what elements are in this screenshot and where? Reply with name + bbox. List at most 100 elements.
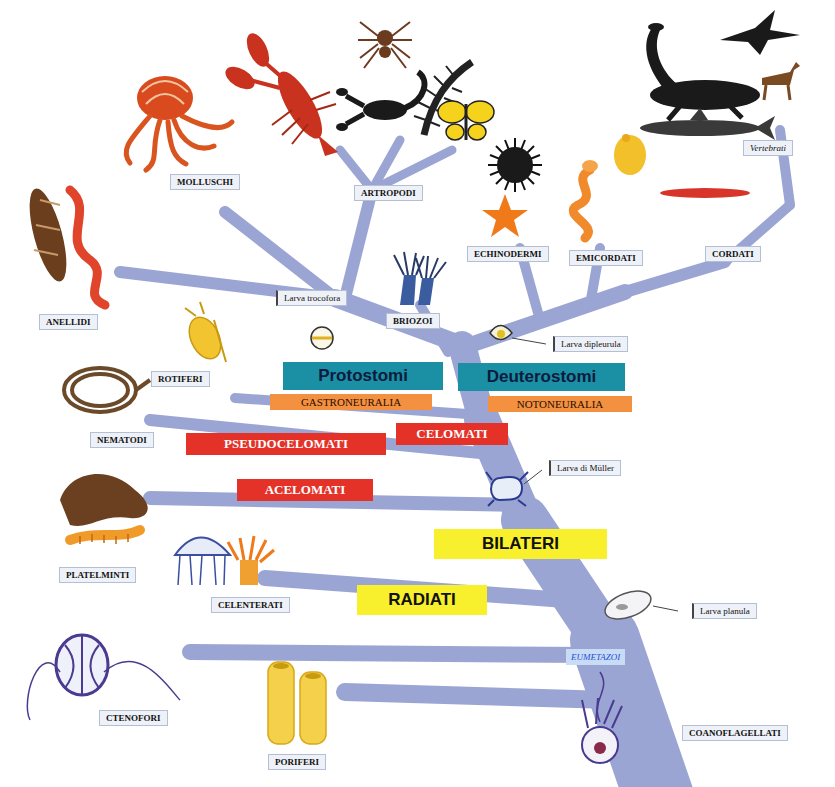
larva-figures-part: [490, 326, 512, 340]
larva-label: Larva dipleurula: [553, 336, 628, 352]
rotifer-figure: [183, 302, 227, 364]
tree-branches-part: [625, 262, 725, 292]
taxon-label: ROTIFERI: [151, 371, 210, 387]
vertebrate-figures-part: [764, 85, 790, 100]
scorpion-figure-part: [405, 72, 424, 108]
taxon-label: BRIOZOI: [386, 313, 440, 329]
group-box: GASTRONEURALIA: [270, 394, 432, 410]
larva-figures-part: [616, 604, 628, 610]
node-text: ANELLIDI: [46, 317, 91, 327]
node-text: BRIOZOI: [393, 316, 433, 326]
flatworm-figures-part: [60, 474, 148, 526]
hemichordate-figures-part: [582, 160, 598, 172]
hemichordate-figures-part: [622, 134, 630, 142]
group-box: PSEUDOCELOMATI: [186, 433, 386, 455]
node-text: Larva di Müller: [557, 463, 614, 473]
group-box: Protostomi: [283, 362, 443, 390]
leader-lines-part: [524, 470, 542, 484]
mollusc-figure-part: [146, 120, 160, 170]
sponge-figures: [268, 662, 326, 744]
mollusc-figure-part: [126, 116, 232, 170]
group-box: CELOMATI: [396, 423, 508, 445]
sponge-figures-part: [300, 672, 326, 744]
larva-label: Larva planula: [692, 603, 757, 619]
sponge-figures-part: [305, 673, 321, 679]
node-text: GASTRONEURALIA: [276, 396, 426, 408]
node-text: Vertebrati: [750, 143, 786, 153]
node-text: Protostomi: [289, 366, 437, 386]
vertebrate-figures-part: [646, 28, 678, 90]
node-text: ROTIFERI: [158, 374, 203, 384]
node-text: PORIFERI: [275, 757, 319, 767]
group-box: Deuterostomi: [458, 363, 625, 391]
node-text: Larva trocofora: [284, 293, 340, 303]
taxon-label: PLATELMINTI: [59, 567, 136, 583]
tree-branches-part: [345, 190, 372, 298]
tree-branches-part: [225, 212, 335, 298]
larva-label: Larva di Müller: [549, 460, 621, 476]
choanoflagellate-figure-part: [597, 672, 603, 722]
echinoderm-figures-part: [496, 146, 534, 184]
echinoderm-figures-part: [496, 146, 534, 184]
node-text: ACELOMATI: [243, 482, 367, 498]
group-box: BILATERI: [434, 529, 607, 559]
node-text: ARTROPODI: [361, 188, 416, 198]
spider-figure-part: [377, 30, 393, 46]
echinoderm-figures-part: [497, 147, 533, 183]
lancelet-figure-part: [660, 188, 750, 198]
group-box: RADIATI: [357, 585, 487, 615]
butterfly-figure-part: [438, 101, 466, 123]
node-text: RADIATI: [363, 590, 481, 610]
vertebrate-figures-part: [762, 62, 800, 85]
ctenophore-figure-part: [65, 635, 99, 695]
flatworm-figures: [60, 474, 148, 544]
lobster-figure-part: [222, 62, 259, 94]
butterfly-figure-part: [468, 124, 486, 140]
node-text: EMICORDATI: [576, 253, 636, 263]
node-text: ECHINODERMI: [474, 249, 542, 259]
mollusc-figure-part: [182, 116, 232, 128]
larva-figures-part: [486, 472, 528, 506]
larva-figures-part: [601, 586, 654, 625]
vertebrate-figures-part: [668, 106, 742, 120]
node-text: CORDATI: [712, 249, 754, 259]
node-text: NEMATODI: [97, 435, 147, 445]
node-text: MOLLUSCHI: [177, 177, 233, 187]
lobster-figure: [222, 30, 338, 156]
butterfly-figure-part: [446, 124, 464, 140]
butterfly-figure-part: [466, 101, 494, 123]
hemichordate-figures: [573, 134, 646, 238]
tree-branches-part: [345, 692, 610, 700]
rotifer-figure-part: [185, 302, 226, 362]
vertebrate-figures: [640, 10, 800, 140]
nematode-figure: [64, 368, 150, 412]
tree-branches: [120, 130, 790, 787]
taxon-label: ARTROPODI: [354, 185, 423, 201]
hemichordate-figures-part: [573, 170, 590, 238]
lobster-figure-part: [272, 92, 336, 144]
bryozoan-figure-part: [400, 275, 434, 305]
taxon-label: ANELLIDI: [39, 314, 98, 330]
cnidarian-figures-part: [240, 560, 258, 585]
node-text: Deuterostomi: [464, 367, 619, 387]
echinoderm-figures-part: [482, 194, 528, 237]
taxon-label: CELENTERATI: [211, 597, 290, 613]
choanoflagellate-figure: [582, 672, 622, 763]
choanoflagellate-figure-part: [582, 698, 622, 728]
tree-branches-part: [340, 150, 372, 190]
larva-figures-part: [312, 337, 332, 340]
vertebrate-figures-part: [720, 10, 800, 55]
spider-figure-part: [379, 46, 391, 58]
annelid-figures-part: [22, 185, 74, 285]
node-text: PLATELMINTI: [66, 570, 129, 580]
cnidarian-figures-part: [178, 555, 225, 585]
sponge-figures-part: [268, 662, 294, 744]
annelid-figures-part: [34, 200, 60, 255]
butterfly-figure: [438, 101, 494, 140]
lancelet-figure: [660, 188, 750, 198]
node-text: CTENOFORI: [106, 713, 161, 723]
node-text: CELENTERATI: [218, 600, 283, 610]
bryozoan-figure: [394, 252, 446, 305]
scorpion-figure: [336, 72, 424, 131]
cnidarian-figures-part: [175, 538, 230, 556]
